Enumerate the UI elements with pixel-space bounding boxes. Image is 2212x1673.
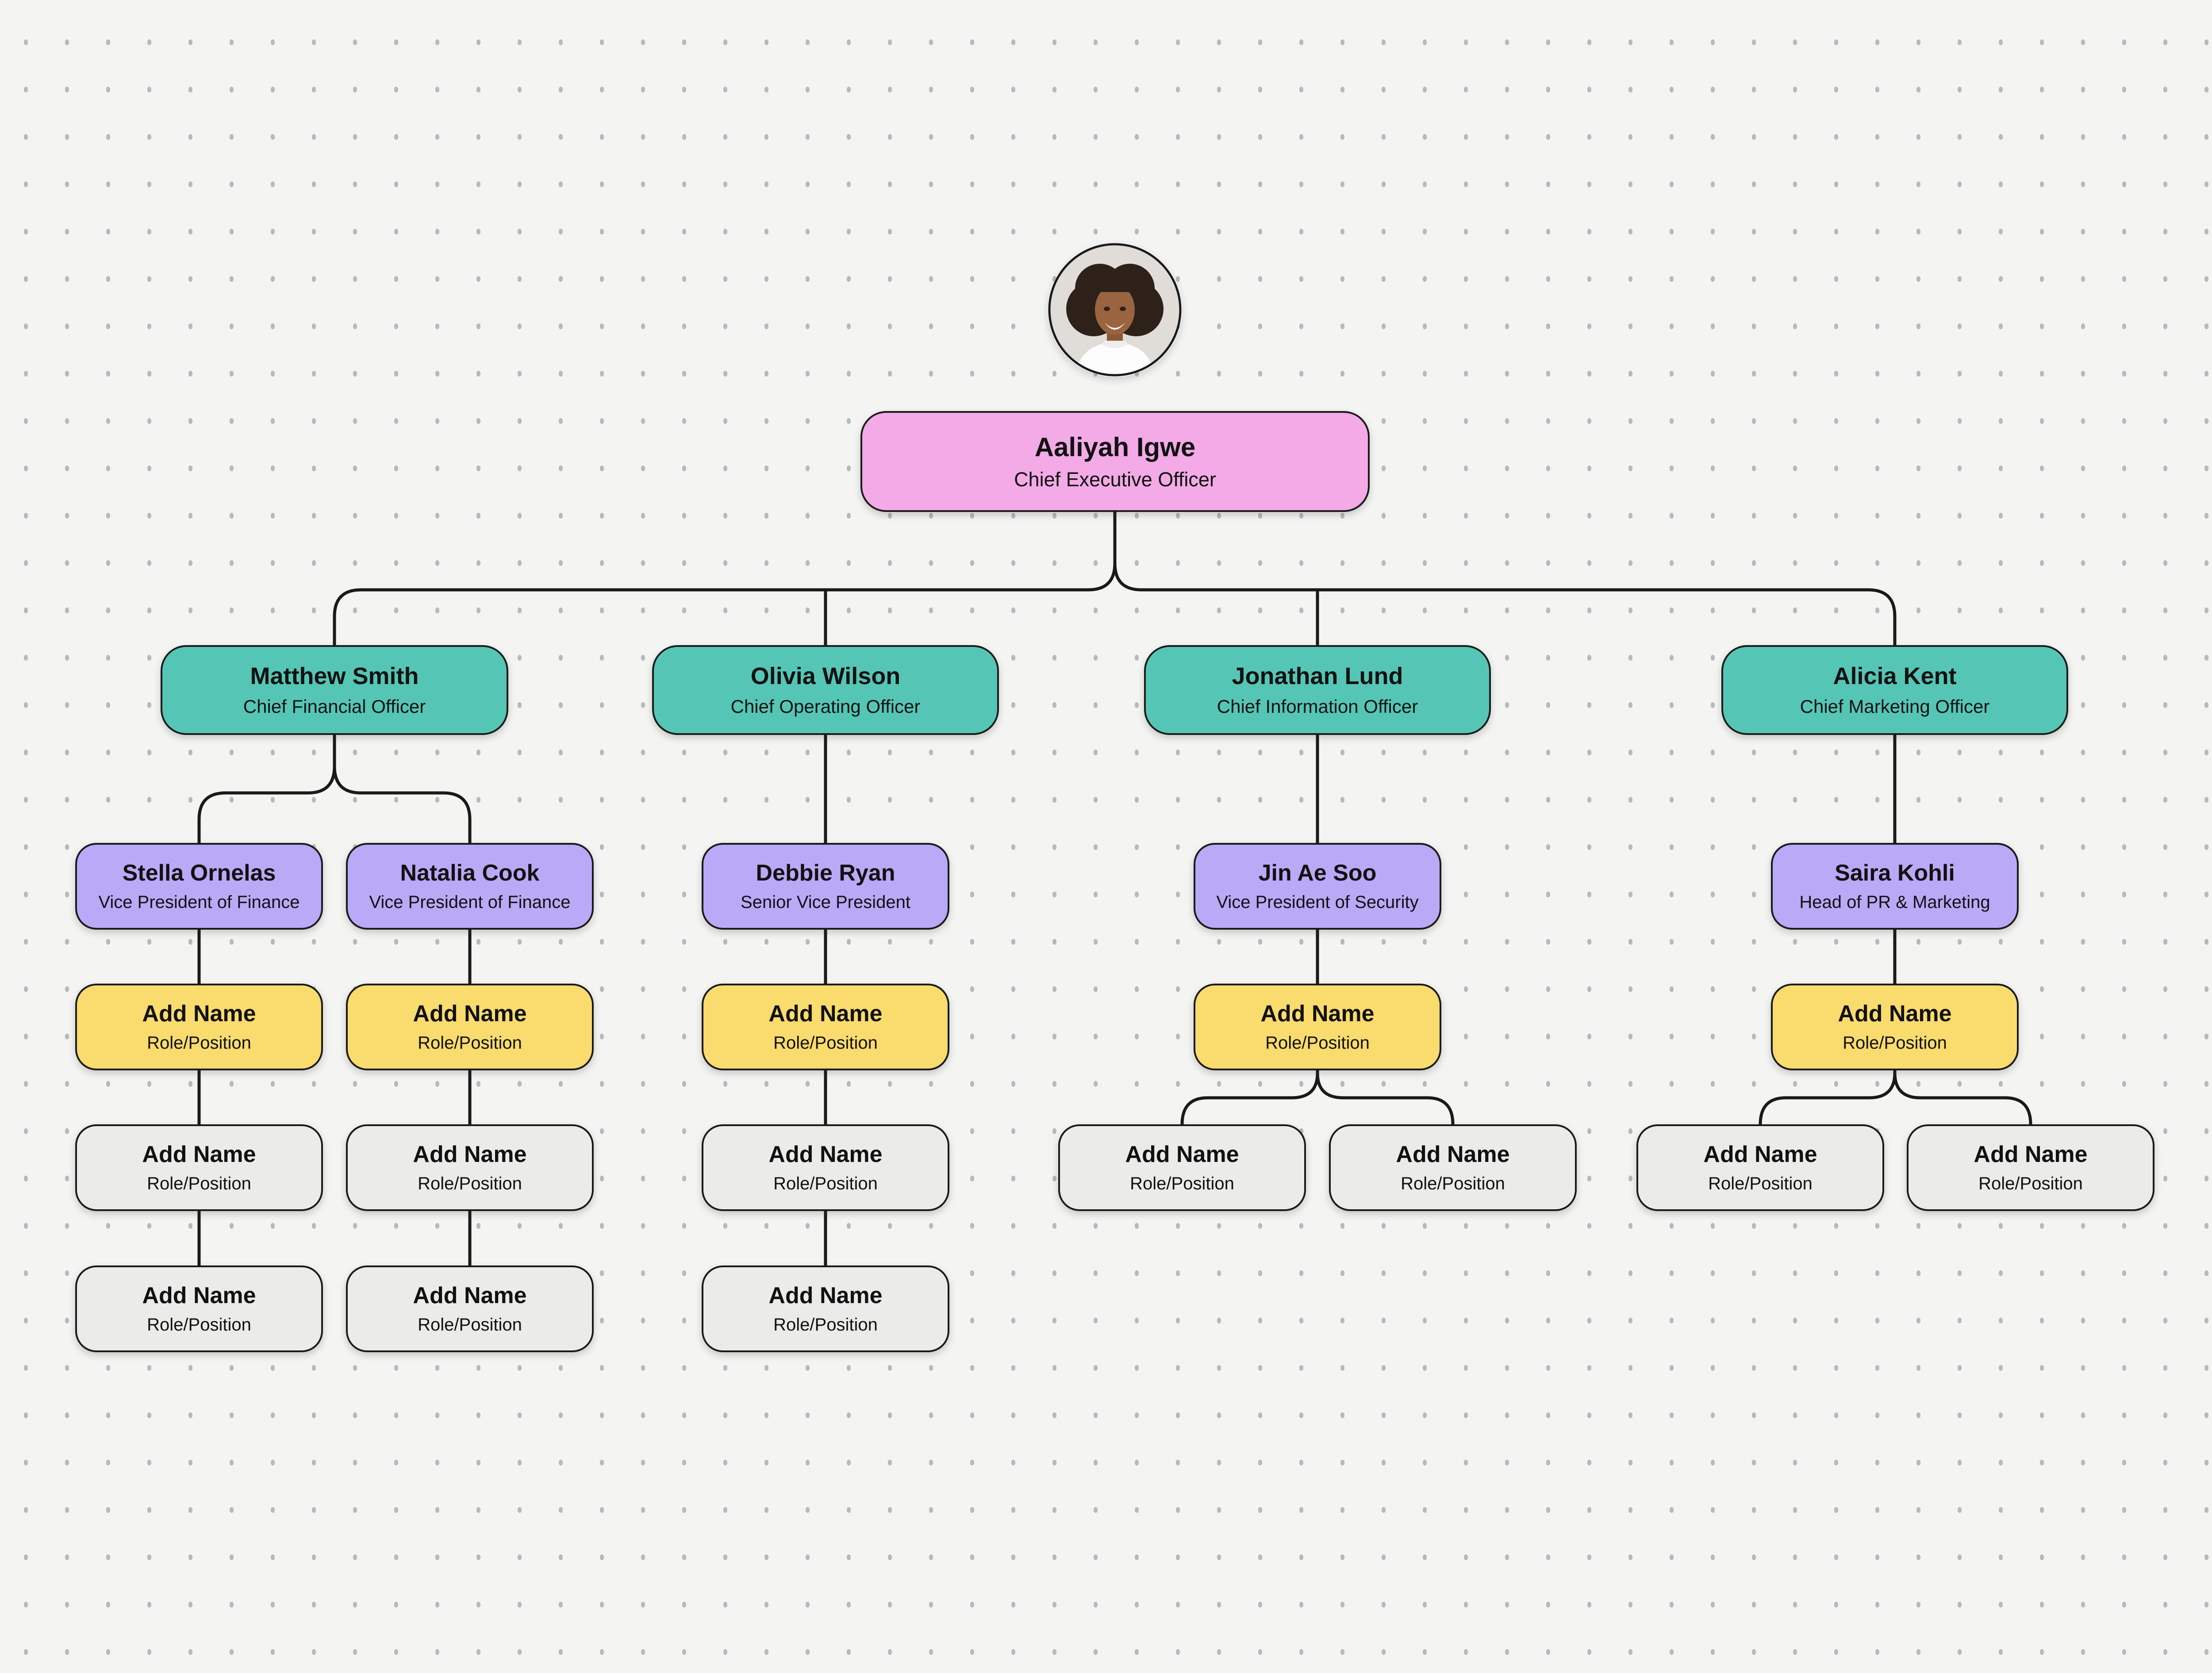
connector-saira-split-right xyxy=(1893,1069,2032,1125)
node-open-natalia-2-role: Role/Position xyxy=(418,1174,522,1194)
node-open-jin-2a-role: Role/Position xyxy=(1130,1174,1234,1194)
connector-cfo-to-vp2 xyxy=(333,734,472,843)
node-open-jin-1-name: Add Name xyxy=(1260,1000,1375,1027)
node-vp-security-name: Jin Ae Soo xyxy=(1258,860,1377,886)
node-open-natalia-1-role: Role/Position xyxy=(418,1033,522,1053)
node-open-debbie-1[interactable]: Add Name Role/Position xyxy=(702,984,949,1070)
node-open-debbie-2-name: Add Name xyxy=(768,1141,883,1167)
node-open-stella-2-name: Add Name xyxy=(142,1141,256,1167)
node-head-pr-marketing-name: Saira Kohli xyxy=(1835,860,1955,886)
node-vp-finance-1[interactable]: Stella Ornelas Vice President of Finance xyxy=(75,843,323,930)
node-coo-name: Olivia Wilson xyxy=(750,663,901,690)
node-open-natalia-2-name: Add Name xyxy=(413,1141,527,1167)
node-open-debbie-2-role: Role/Position xyxy=(773,1174,878,1194)
node-open-saira-2b[interactable]: Add Name Role/Position xyxy=(1907,1124,2154,1211)
node-vp-security[interactable]: Jin Ae Soo Vice President of Security xyxy=(1194,843,1441,930)
node-coo-role: Chief Operating Officer xyxy=(730,696,921,717)
node-open-jin-1[interactable]: Add Name Role/Position xyxy=(1194,984,1441,1070)
ceo-avatar[interactable] xyxy=(1048,242,1182,377)
connector-cfo-to-vp1 xyxy=(197,734,336,843)
node-svp[interactable]: Debbie Ryan Senior Vice President xyxy=(702,843,949,930)
node-ceo-name: Aaliyah Igwe xyxy=(1034,432,1196,462)
node-open-jin-2b[interactable]: Add Name Role/Position xyxy=(1329,1124,1577,1211)
node-vp-finance-2-role: Vice President of Finance xyxy=(369,892,571,912)
node-open-jin-2a-name: Add Name xyxy=(1125,1141,1239,1167)
connector-ceo-to-cmo xyxy=(1113,512,1897,645)
node-cfo-name: Matthew Smith xyxy=(250,663,419,690)
node-open-stella-1[interactable]: Add Name Role/Position xyxy=(75,984,323,1070)
node-ceo-role: Chief Executive Officer xyxy=(1014,468,1216,491)
node-cio-name: Jonathan Lund xyxy=(1232,663,1403,690)
avatar-portrait xyxy=(1066,264,1164,375)
node-open-debbie-2[interactable]: Add Name Role/Position xyxy=(702,1124,949,1211)
node-open-stella-3-name: Add Name xyxy=(142,1282,256,1308)
node-open-jin-2b-role: Role/Position xyxy=(1401,1174,1505,1194)
node-head-pr-marketing[interactable]: Saira Kohli Head of PR & Marketing xyxy=(1771,843,2019,930)
node-cio-role: Chief Information Officer xyxy=(1217,696,1418,717)
node-open-jin-2b-name: Add Name xyxy=(1396,1141,1510,1167)
node-open-natalia-3-role: Role/Position xyxy=(418,1315,522,1335)
node-svp-role: Senior Vice President xyxy=(741,892,910,912)
node-open-saira-2a[interactable]: Add Name Role/Position xyxy=(1636,1124,1884,1211)
connector-jin-split-left xyxy=(1180,1069,1319,1125)
connector-ceo-to-cfo xyxy=(333,512,1117,645)
node-cfo-role: Chief Financial Officer xyxy=(243,696,426,717)
node-open-saira-2a-name: Add Name xyxy=(1703,1141,1817,1167)
node-open-stella-1-role: Role/Position xyxy=(147,1033,251,1053)
node-coo[interactable]: Olivia Wilson Chief Operating Officer xyxy=(652,645,999,735)
connector-saira-split-left xyxy=(1759,1069,1897,1125)
node-open-debbie-1-role: Role/Position xyxy=(773,1033,878,1053)
node-open-natalia-3-name: Add Name xyxy=(413,1282,527,1308)
node-open-natalia-3[interactable]: Add Name Role/Position xyxy=(346,1265,594,1352)
node-open-stella-2[interactable]: Add Name Role/Position xyxy=(75,1124,323,1211)
node-cfo[interactable]: Matthew Smith Chief Financial Officer xyxy=(161,645,508,735)
node-vp-finance-2[interactable]: Natalia Cook Vice President of Finance xyxy=(346,843,594,930)
node-open-natalia-1-name: Add Name xyxy=(413,1000,527,1027)
node-ceo[interactable]: Aaliyah Igwe Chief Executive Officer xyxy=(860,411,1370,512)
node-cmo-name: Alicia Kent xyxy=(1833,663,1957,690)
node-open-debbie-3[interactable]: Add Name Role/Position xyxy=(702,1265,949,1352)
node-open-jin-2a[interactable]: Add Name Role/Position xyxy=(1058,1124,1306,1211)
node-vp-security-role: Vice President of Security xyxy=(1216,892,1419,912)
connector-jin-split-right xyxy=(1316,1069,1455,1125)
node-open-debbie-1-name: Add Name xyxy=(768,1000,883,1027)
node-open-debbie-3-name: Add Name xyxy=(768,1282,883,1308)
node-svp-name: Debbie Ryan xyxy=(756,860,895,886)
node-vp-finance-1-role: Vice President of Finance xyxy=(98,892,300,912)
node-vp-finance-2-name: Natalia Cook xyxy=(400,860,540,886)
node-open-natalia-1[interactable]: Add Name Role/Position xyxy=(346,984,594,1070)
node-open-stella-3[interactable]: Add Name Role/Position xyxy=(75,1265,323,1352)
node-head-pr-marketing-role: Head of PR & Marketing xyxy=(1799,892,1990,912)
node-open-stella-1-name: Add Name xyxy=(142,1000,256,1027)
node-open-saira-2b-name: Add Name xyxy=(1974,1141,2088,1167)
node-cmo-role: Chief Marketing Officer xyxy=(1800,696,1990,717)
node-open-saira-2b-role: Role/Position xyxy=(1978,1174,2083,1194)
node-open-debbie-3-role: Role/Position xyxy=(773,1315,878,1335)
node-cio[interactable]: Jonathan Lund Chief Information Officer xyxy=(1144,645,1491,735)
node-open-saira-1[interactable]: Add Name Role/Position xyxy=(1771,984,2019,1070)
node-open-saira-1-role: Role/Position xyxy=(1843,1033,1947,1053)
node-cmo[interactable]: Alicia Kent Chief Marketing Officer xyxy=(1721,645,2068,735)
node-open-stella-3-role: Role/Position xyxy=(147,1315,251,1335)
node-open-natalia-2[interactable]: Add Name Role/Position xyxy=(346,1124,594,1211)
node-open-stella-2-role: Role/Position xyxy=(147,1174,251,1194)
node-open-jin-1-role: Role/Position xyxy=(1265,1033,1370,1053)
node-vp-finance-1-name: Stella Ornelas xyxy=(122,860,276,886)
node-open-saira-2a-role: Role/Position xyxy=(1708,1174,1813,1194)
node-open-saira-1-name: Add Name xyxy=(1838,1000,1952,1027)
